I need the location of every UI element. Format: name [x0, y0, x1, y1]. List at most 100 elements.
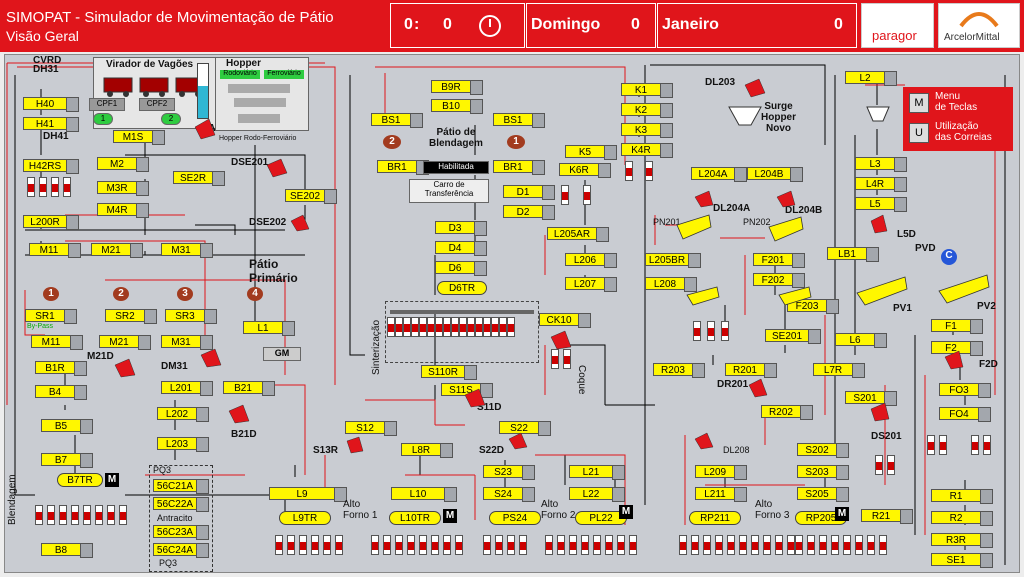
equip-s12[interactable]: S12 — [345, 421, 397, 436]
equip-k1[interactable]: K1 — [621, 83, 673, 98]
equip-k3[interactable]: K3 — [621, 123, 673, 138]
menu-marker-b7[interactable]: M — [105, 473, 119, 487]
equip-b5[interactable]: B5 — [41, 419, 93, 434]
equip-se201[interactable]: SE201 — [765, 329, 821, 344]
blend-pile-2[interactable]: 2 — [383, 135, 401, 149]
blend-pile-1[interactable]: 1 — [507, 135, 525, 149]
equip-r3r[interactable]: R3R — [931, 533, 993, 548]
equip-l21[interactable]: L21 — [569, 465, 625, 480]
equip-b9r[interactable]: B9R — [431, 80, 483, 95]
pill-l9tr[interactable]: L9TR — [279, 511, 331, 525]
gm-button[interactable]: GM — [263, 347, 301, 361]
equip-m31[interactable]: M31 — [161, 243, 213, 258]
equip-r201[interactable]: R201 — [725, 363, 777, 378]
equip-fo4[interactable]: FO4 — [939, 407, 991, 422]
pill-l10tr[interactable]: L10TR — [389, 511, 441, 525]
pile-4[interactable]: 4 — [247, 287, 263, 301]
equip-m3r[interactable]: M3R — [97, 181, 149, 196]
equip-l6[interactable]: L6 — [835, 333, 887, 348]
equip-l204a[interactable]: L204A — [691, 167, 747, 182]
equip-se1[interactable]: SE1 — [931, 553, 993, 568]
equip-l204b[interactable]: L204B — [747, 167, 803, 182]
equip-bs1-left[interactable]: BS1 — [371, 113, 423, 128]
equip-sr1[interactable]: SR1 — [25, 309, 77, 324]
equip-56c21a[interactable]: 56C21A — [153, 479, 209, 494]
equip-l9[interactable]: L9 — [269, 487, 347, 502]
equip-k4r[interactable]: K4R — [621, 143, 673, 158]
equip-l8r[interactable]: L8R — [401, 443, 453, 458]
equip-m11[interactable]: M11 — [29, 243, 81, 258]
equip-56c24a[interactable]: 56C24A — [153, 543, 209, 558]
equip-l202[interactable]: L202 — [157, 407, 209, 422]
equip-m4r[interactable]: M4R — [97, 203, 149, 218]
equip-f202[interactable]: F202 — [753, 273, 805, 288]
equip-b4[interactable]: B4 — [35, 385, 87, 400]
equip-d6[interactable]: D6 — [435, 261, 487, 276]
equip-m21[interactable]: M21 — [91, 243, 143, 258]
equip-56c23a[interactable]: 56C23A — [153, 525, 209, 540]
equip-s23[interactable]: S23 — [483, 465, 535, 480]
equip-l1[interactable]: L1 — [243, 321, 295, 336]
pile-1[interactable]: 1 — [43, 287, 59, 301]
equip-b7[interactable]: B7 — [41, 453, 93, 468]
pill-ps24[interactable]: PS24 — [489, 511, 541, 525]
equip-l5[interactable]: L5 — [855, 197, 907, 212]
pill-rp211[interactable]: RP211 — [689, 511, 741, 525]
habilitada-status[interactable]: Habilitada — [423, 161, 489, 174]
equip-k2[interactable]: K2 — [621, 103, 673, 118]
equip-h40[interactable]: H40 — [23, 97, 79, 112]
equip-bs1-right[interactable]: BS1 — [493, 113, 545, 128]
equip-sr3[interactable]: SR3 — [165, 309, 217, 324]
equip-l205br[interactable]: L205BR — [645, 253, 701, 268]
equip-f203[interactable]: F203 — [787, 299, 839, 314]
equip-h41[interactable]: H41 — [23, 117, 79, 132]
equip-sr2[interactable]: SR2 — [105, 309, 157, 324]
equip-s11s[interactable]: S11S — [441, 383, 493, 398]
equip-l211[interactable]: L211 — [695, 487, 747, 502]
equip-f1[interactable]: F1 — [931, 319, 983, 334]
pile-2[interactable]: 2 — [113, 287, 129, 301]
equip-l201[interactable]: L201 — [161, 381, 213, 396]
equip-l200r[interactable]: L200R — [23, 215, 79, 230]
equip-se202[interactable]: SE202 — [285, 189, 337, 204]
equip-s203[interactable]: S203 — [797, 465, 849, 480]
equip-l22[interactable]: L22 — [569, 487, 625, 502]
equip-s201[interactable]: S201 — [845, 391, 897, 406]
equip-s110r[interactable]: S110R — [421, 365, 477, 380]
equip-fo3[interactable]: FO3 — [939, 383, 991, 398]
equip-b8[interactable]: B8 — [41, 543, 93, 558]
equip-r1[interactable]: R1 — [931, 489, 993, 504]
equip-k6r[interactable]: K6R — [559, 163, 611, 178]
equip-br1-left[interactable]: BR1 — [377, 160, 429, 175]
menu-teclas-key[interactable]: M — [909, 93, 929, 113]
equip-f201[interactable]: F201 — [753, 253, 805, 268]
equip-m1s[interactable]: M1S — [113, 130, 165, 145]
equip-r21[interactable]: R21 — [861, 509, 913, 524]
equip-l206[interactable]: L206 — [565, 253, 617, 268]
pill-b7tr[interactable]: B7TR — [57, 473, 103, 487]
equip-l209[interactable]: L209 — [695, 465, 747, 480]
menu-marker-l10[interactable]: M — [443, 509, 457, 523]
carro-transferencia-button[interactable]: Carro de Transferência — [409, 179, 489, 203]
cpf1-button[interactable]: CPF1 — [89, 98, 125, 111]
equip-d2[interactable]: D2 — [503, 205, 555, 220]
equip-b1r[interactable]: B1R — [35, 361, 87, 376]
equip-d1[interactable]: D1 — [503, 185, 555, 200]
equip-m31b[interactable]: M31 — [161, 335, 213, 350]
power-icon[interactable] — [479, 15, 501, 37]
pile-3[interactable]: 3 — [177, 287, 193, 301]
equip-l205ar[interactable]: L205AR — [547, 227, 609, 242]
equip-r203[interactable]: R203 — [653, 363, 705, 378]
cpf2-button[interactable]: CPF2 — [139, 98, 175, 111]
equip-l10[interactable]: L10 — [391, 487, 457, 502]
equip-ck10[interactable]: CK10 — [539, 313, 591, 328]
equip-m11b[interactable]: M11 — [31, 335, 83, 350]
menu-marker-rp205[interactable]: M — [835, 507, 849, 521]
equip-se2r[interactable]: SE2R — [173, 171, 225, 186]
equip-b10[interactable]: B10 — [431, 99, 483, 114]
equip-m21b[interactable]: M21 — [99, 335, 151, 350]
equip-l207[interactable]: L207 — [565, 277, 617, 292]
channel-2-indicator[interactable]: 2 — [161, 113, 181, 125]
equip-l203[interactable]: L203 — [157, 437, 209, 452]
equip-s22[interactable]: S22 — [499, 421, 551, 436]
